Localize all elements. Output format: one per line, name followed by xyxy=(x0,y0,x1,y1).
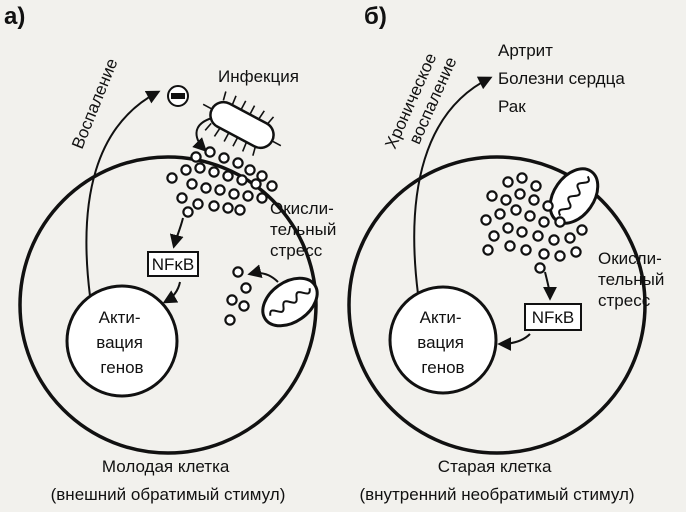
mitochondrion-icon-a xyxy=(261,276,319,328)
ros-particle xyxy=(516,226,528,238)
ros-particle xyxy=(510,204,522,216)
ros-particle xyxy=(494,208,506,220)
ros-particle xyxy=(208,166,220,178)
diseases-list: Артрит Болезни сердца Рак xyxy=(498,41,630,116)
ros-particle xyxy=(576,224,588,236)
mitochondrion-icon-b xyxy=(548,167,600,225)
ros-particle xyxy=(226,294,238,306)
ros-particle xyxy=(228,188,240,200)
ros-particle xyxy=(530,180,542,192)
ros-particle xyxy=(502,176,514,188)
ros-particle xyxy=(240,282,252,294)
nfkb-box-a xyxy=(147,251,199,277)
ros-particle xyxy=(488,230,500,242)
panel-b: б) Акти- вация генов Хроническое воспале… xyxy=(347,3,669,504)
antibody-icon xyxy=(167,85,189,107)
panel-a-letter: а) xyxy=(4,3,25,30)
old-cell-membrane xyxy=(347,155,647,455)
ros-particle xyxy=(570,246,582,258)
ros-particle xyxy=(192,198,204,210)
ros-particle xyxy=(542,200,554,212)
young-cell-membrane xyxy=(18,155,318,455)
ros-particle xyxy=(234,204,246,216)
mito-to-ros-arrow-a xyxy=(247,264,279,283)
ros-particle xyxy=(190,151,202,163)
ros-to-nfkb-arrow-b xyxy=(542,271,557,301)
nfkb-label-b: NFκB xyxy=(532,308,575,327)
ros-particle xyxy=(186,178,198,190)
ros-particle xyxy=(500,194,512,206)
ros-particle xyxy=(166,172,178,184)
nfkb-to-nucleus-arrow-b xyxy=(497,333,531,351)
ros-particle xyxy=(182,206,194,218)
inflammation-label: Воспаление xyxy=(68,56,121,152)
ros-particle xyxy=(554,216,566,228)
ros-particle xyxy=(534,262,546,274)
ros-particle xyxy=(244,164,256,176)
bacterium-icon xyxy=(202,91,282,156)
ros-particle xyxy=(180,164,192,176)
panel-b-letter: б) xyxy=(364,3,387,30)
ros-particle xyxy=(554,250,566,262)
ros-particle xyxy=(538,248,550,260)
ros-particle xyxy=(208,200,220,212)
ros-particle xyxy=(238,300,250,312)
young-cell-nucleus xyxy=(65,284,179,398)
chronic-inflammation-label: Хроническое воспаление xyxy=(381,46,460,160)
old-cell-caption: Старая клетка (внутренний необратимый ст… xyxy=(359,457,634,504)
ros-particle xyxy=(480,214,492,226)
ros-particles-a xyxy=(166,146,278,218)
ros-particle xyxy=(520,244,532,256)
ros-particles-mito-a xyxy=(224,266,252,326)
gene-activation-label-b: Акти- вация генов xyxy=(417,308,468,377)
infection-label: Инфекция xyxy=(218,67,299,86)
ros-particle xyxy=(532,230,544,242)
nfkb-label-a: NFκB xyxy=(152,255,195,274)
ros-particle xyxy=(218,152,230,164)
ros-particle xyxy=(548,234,560,246)
ros-particle xyxy=(194,162,206,174)
chronic-inflammation-arrow xyxy=(413,76,493,295)
ros-particle xyxy=(232,266,244,278)
young-cell-caption: Молодая клетка (внешний обратимый стимул… xyxy=(51,457,286,504)
ros-particle xyxy=(176,192,188,204)
ros-particle xyxy=(256,192,268,204)
ros-particles-b xyxy=(480,172,588,274)
ros-particle xyxy=(564,232,576,244)
ros-particle xyxy=(516,172,528,184)
ros-particle xyxy=(222,202,234,214)
ros-particle xyxy=(236,174,248,186)
ros-to-nfkb-arrow-a xyxy=(169,217,184,249)
infection-to-ros-arrow xyxy=(192,117,213,152)
ros-particle xyxy=(256,170,268,182)
ros-particle xyxy=(224,314,236,326)
ros-particle xyxy=(504,240,516,252)
ros-particle xyxy=(538,216,550,228)
ros-particle xyxy=(502,222,514,234)
ros-particle xyxy=(200,182,212,194)
ros-particle xyxy=(514,188,526,200)
ros-particle xyxy=(528,194,540,206)
ros-particle xyxy=(222,170,234,182)
gene-activation-label-a: Акти- вация генов xyxy=(96,308,147,377)
old-cell-nucleus xyxy=(388,285,498,395)
ros-particle xyxy=(266,180,278,192)
ros-particle xyxy=(232,157,244,169)
inflammation-arrow xyxy=(85,90,161,297)
oxidative-stress-label-a: Окисли- тельный стресс xyxy=(270,199,341,260)
ros-particle xyxy=(524,210,536,222)
ros-particle xyxy=(250,178,262,190)
nfkb-to-nucleus-arrow-a xyxy=(162,281,181,304)
panel-a: а) Акти- вация генов Воспаление Инфекция xyxy=(4,3,341,504)
ros-particle xyxy=(214,184,226,196)
ros-particle xyxy=(486,190,498,202)
ros-particle xyxy=(482,244,494,256)
ros-particle xyxy=(242,190,254,202)
oxidative-stress-label-b: Окисли- тельный стресс xyxy=(598,249,669,310)
ros-particle xyxy=(204,146,216,158)
nfkb-box-b xyxy=(524,303,582,331)
